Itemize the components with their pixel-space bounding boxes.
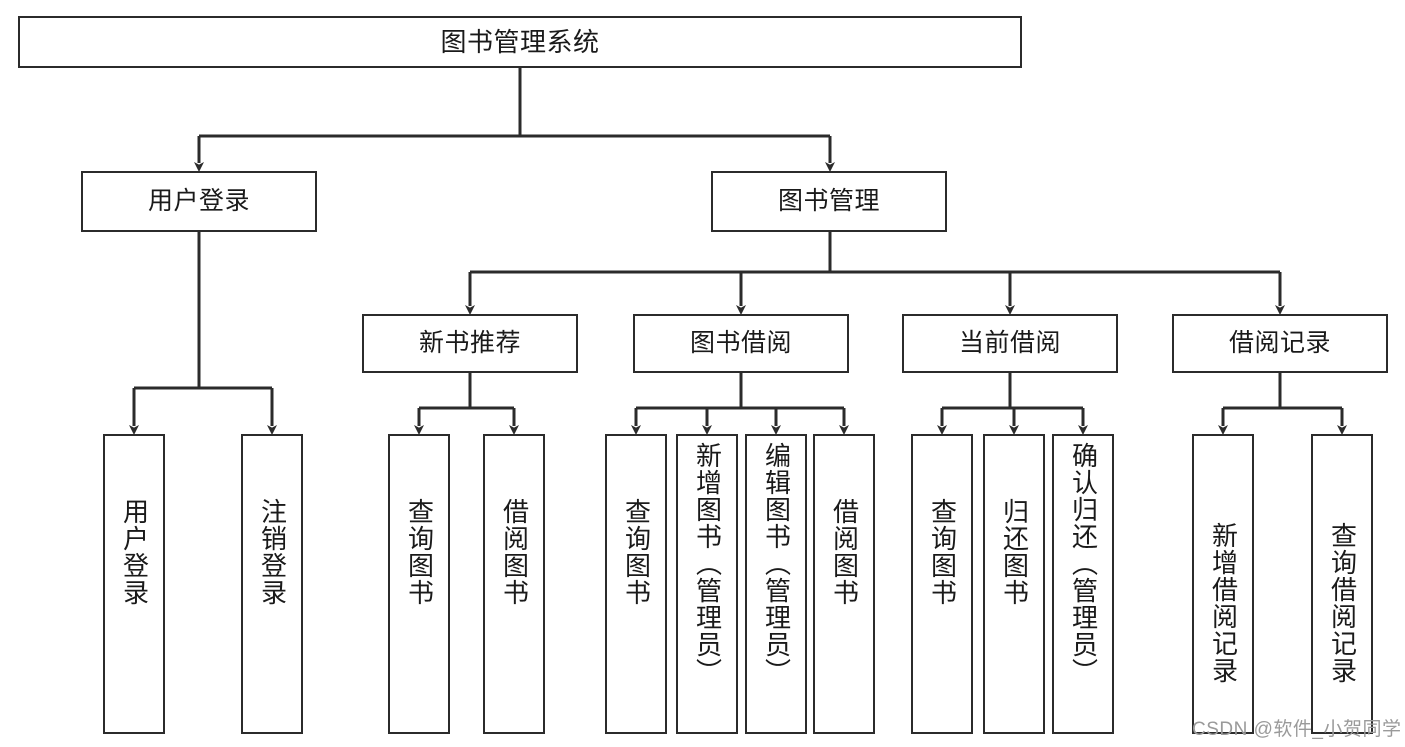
node-root-label: 图书管理系统	[440, 26, 600, 57]
leaf-borrow-book-label: 借阅图书	[829, 498, 860, 606]
leaf-add-borrow-record-label: 新增借阅记录	[1208, 522, 1239, 684]
node-book-borrow-label: 图书借阅	[689, 328, 792, 357]
leaf-confirm-return-admin-label: 确认归还（管理员）	[1068, 442, 1099, 685]
leaf-user-login-label: 用户登录	[119, 498, 150, 606]
node-new-book-recommend-label: 新书推荐	[418, 328, 521, 357]
leaf-return-book-label: 归还图书	[999, 498, 1030, 606]
leaf-logout[interactable]: 注销登录	[241, 434, 303, 734]
node-borrow-record-label: 借阅记录	[1228, 328, 1331, 357]
leaf-return-book[interactable]: 归还图书	[983, 434, 1045, 734]
leaf-query-borrow-record-label: 查询借阅记录	[1327, 522, 1358, 684]
node-user-login[interactable]: 用户登录	[81, 171, 317, 232]
node-root[interactable]: 图书管理系统	[18, 16, 1022, 68]
leaf-query-book-current[interactable]: 查询图书	[911, 434, 973, 734]
leaf-edit-book-admin-label: 编辑图书（管理员）	[761, 442, 792, 685]
leaf-edit-book-admin[interactable]: 编辑图书（管理员）	[745, 434, 807, 734]
leaf-add-book-admin-label: 新增图书（管理员）	[692, 442, 723, 685]
node-current-borrow-label: 当前借阅	[958, 328, 1061, 357]
leaf-user-login[interactable]: 用户登录	[103, 434, 165, 734]
node-borrow-record[interactable]: 借阅记录	[1172, 314, 1388, 373]
leaf-query-book-borrow[interactable]: 查询图书	[605, 434, 667, 734]
leaf-add-borrow-record[interactable]: 新增借阅记录	[1192, 434, 1254, 734]
leaf-add-book-admin[interactable]: 新增图书（管理员）	[676, 434, 738, 734]
leaf-query-book-recommend[interactable]: 查询图书	[388, 434, 450, 734]
leaf-query-borrow-record[interactable]: 查询借阅记录	[1311, 434, 1373, 734]
node-book-management[interactable]: 图书管理	[711, 171, 947, 232]
leaf-query-book-current-label: 查询图书	[927, 498, 958, 606]
node-current-borrow[interactable]: 当前借阅	[902, 314, 1118, 373]
leaf-borrow-book[interactable]: 借阅图书	[813, 434, 875, 734]
leaf-query-book-borrow-label: 查询图书	[621, 498, 652, 606]
leaf-logout-label: 注销登录	[257, 498, 288, 606]
node-user-login-label: 用户登录	[147, 186, 250, 215]
leaf-query-book-recommend-label: 查询图书	[404, 498, 435, 606]
leaf-borrow-book-recommend-label: 借阅图书	[499, 498, 530, 606]
leaf-borrow-book-recommend[interactable]: 借阅图书	[483, 434, 545, 734]
leaf-confirm-return-admin[interactable]: 确认归还（管理员）	[1052, 434, 1114, 734]
node-book-management-label: 图书管理	[777, 186, 880, 215]
node-new-book-recommend[interactable]: 新书推荐	[362, 314, 578, 373]
node-book-borrow[interactable]: 图书借阅	[633, 314, 849, 373]
csdn-watermark: CSDN @软件_小贺同学	[1192, 719, 1402, 740]
